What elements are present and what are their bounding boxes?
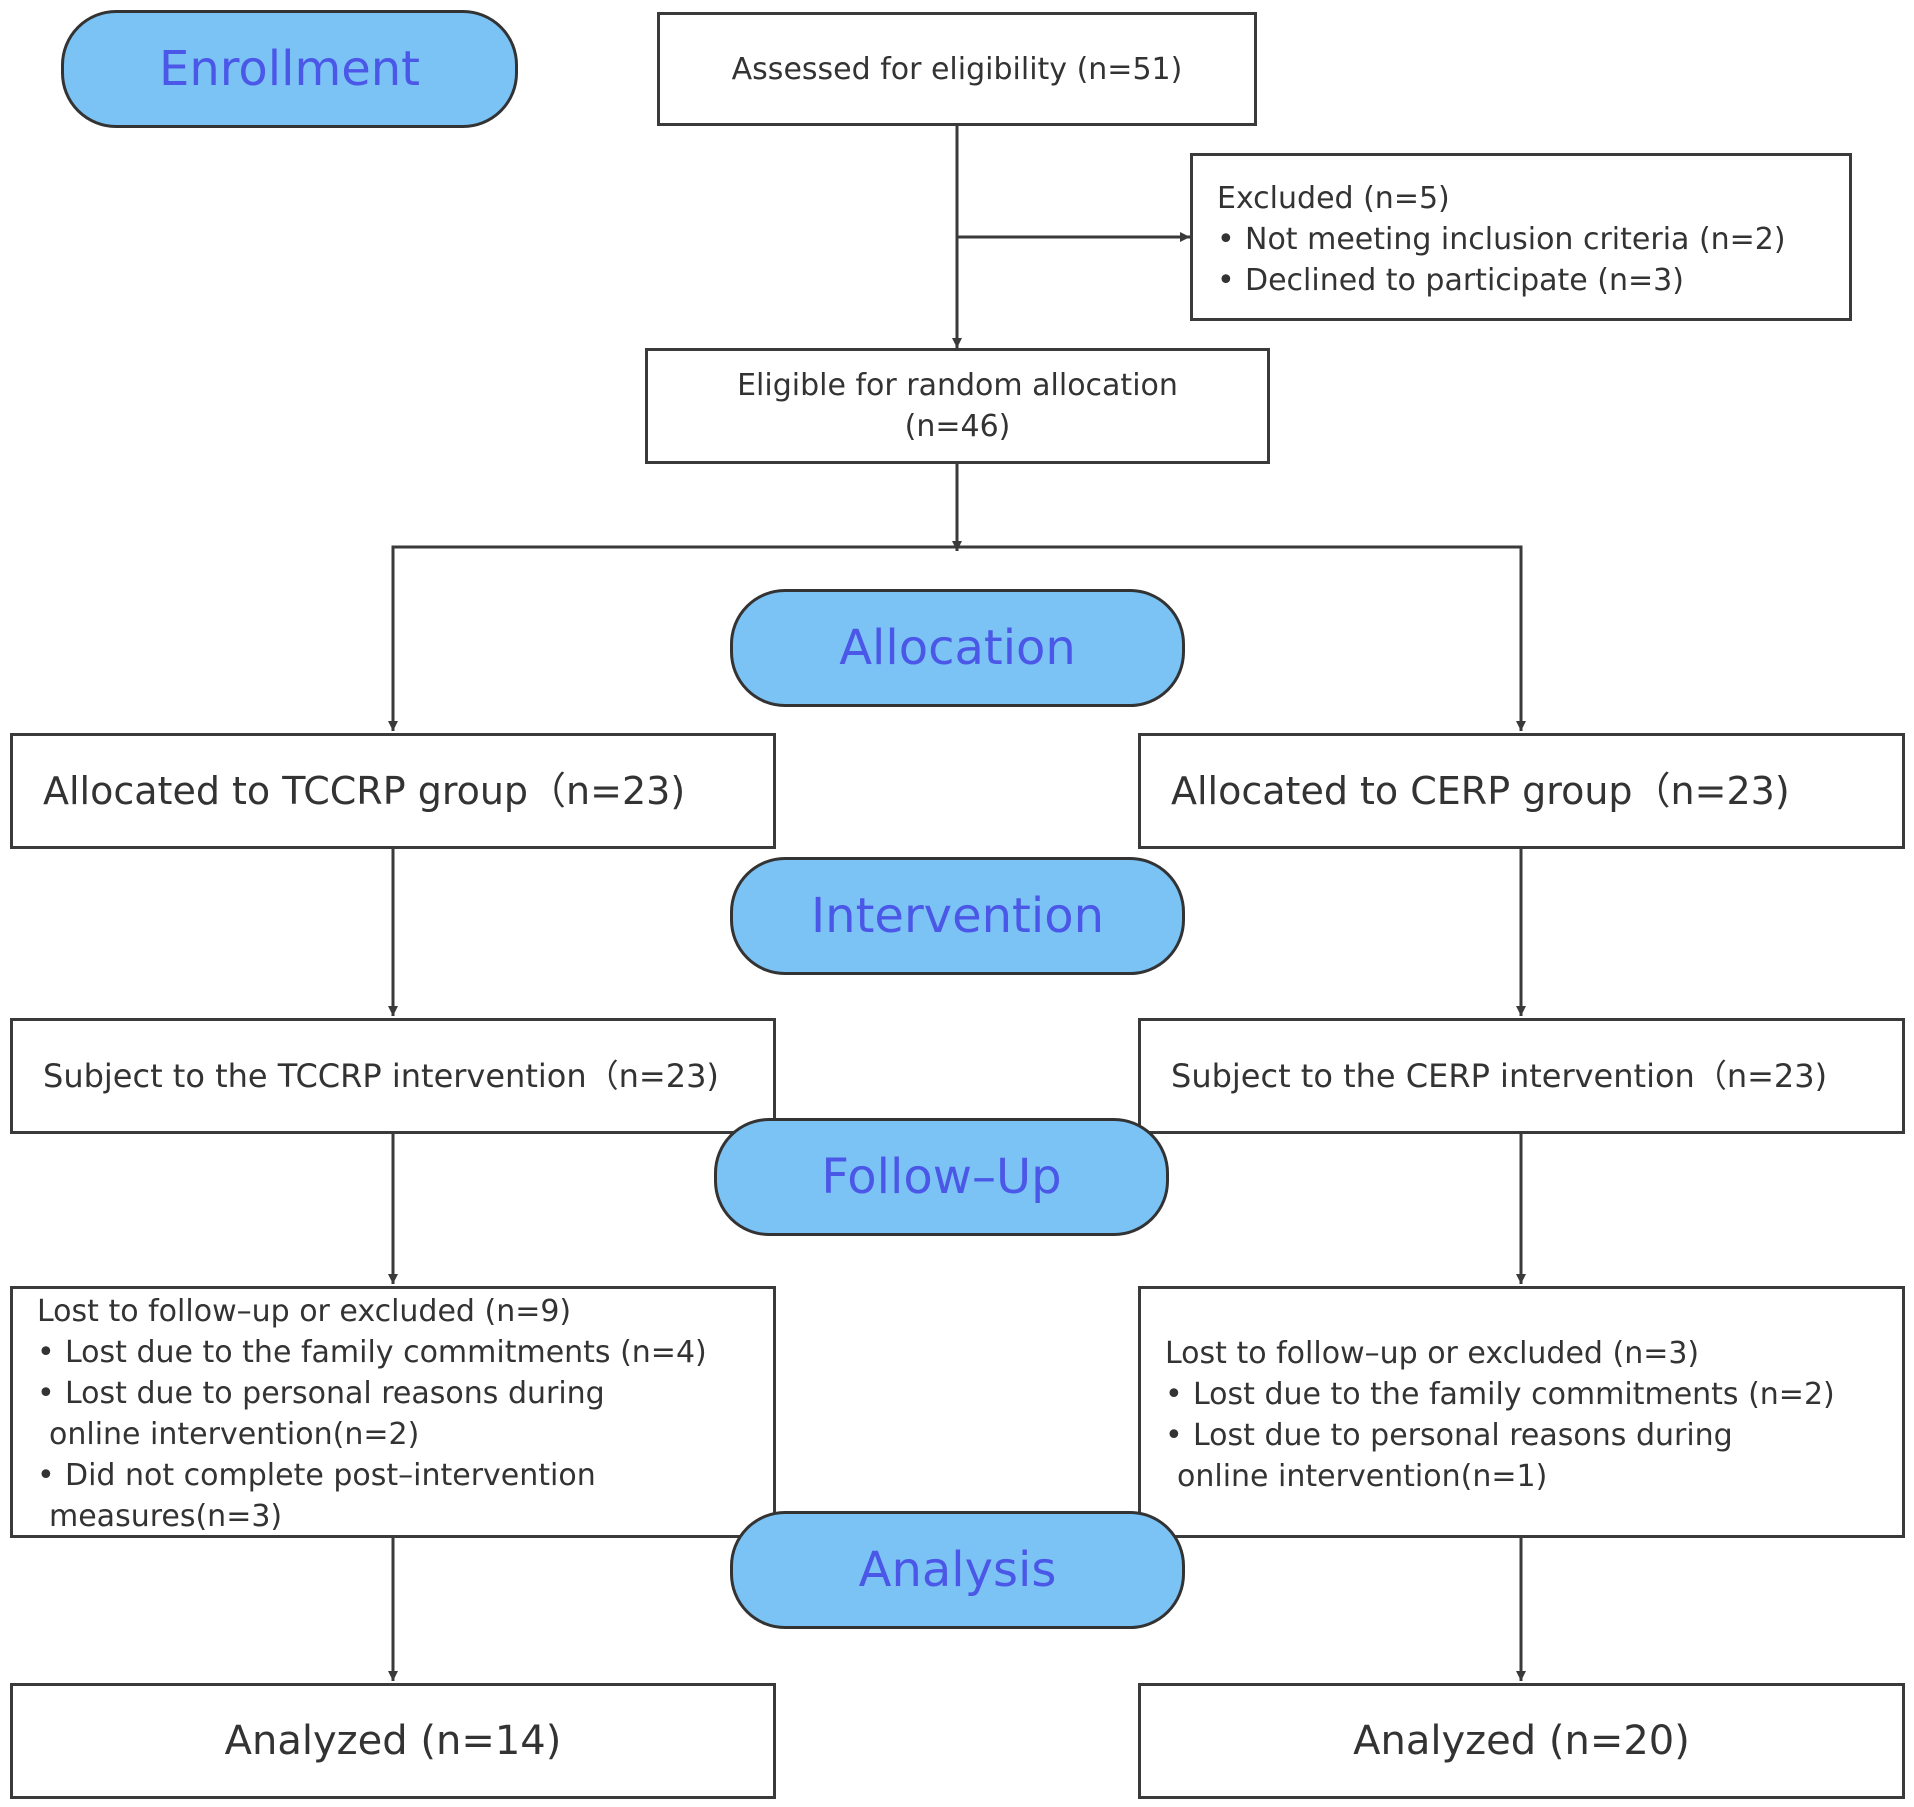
- excluded-item-text: Declined to participate (n=3): [1245, 263, 1684, 298]
- analyzed-cerp-text: Analyzed (n=20): [1353, 1718, 1690, 1764]
- lost-item-continuation: measures(n=3): [49, 1499, 283, 1534]
- intervention-tccrp-text: Subject to the TCCRP intervention（n=23): [43, 1057, 719, 1095]
- stage-analysis: Analysis: [730, 1511, 1185, 1629]
- analyzed-tccrp-box: Analyzed (n=14): [10, 1683, 776, 1799]
- allocated-cerp-box: Allocated to CERP group（n=23): [1138, 733, 1905, 849]
- stage-intervention-label: Intervention: [811, 888, 1104, 944]
- lost-cerp-title: Lost to follow–up or excluded (n=3): [1165, 1336, 1700, 1371]
- lost-cerp-box: Lost to follow–up or excluded (n=3) • Lo…: [1138, 1286, 1905, 1538]
- stage-allocation-label: Allocation: [839, 620, 1076, 676]
- lost-item-text: Did not complete post–intervention: [65, 1458, 596, 1493]
- allocated-tccrp-text: Allocated to TCCRP group（n=23): [43, 769, 686, 813]
- intervention-cerp-text: Subject to the CERP intervention（n=23): [1171, 1057, 1828, 1095]
- lost-item-continuation: online intervention(n=1): [1177, 1459, 1548, 1494]
- stage-follow-up: Follow–Up: [714, 1118, 1169, 1236]
- stage-analysis-label: Analysis: [858, 1542, 1057, 1598]
- stage-allocation: Allocation: [730, 589, 1185, 707]
- lost-item-continuation: online intervention(n=2): [49, 1417, 420, 1452]
- lost-item: • Lost due to personal reasons during: [37, 1373, 773, 1414]
- excluded-box: Excluded (n=5) • Not meeting inclusion c…: [1190, 153, 1852, 321]
- lost-item: • Lost due to the family commitments (n=…: [1165, 1374, 1902, 1415]
- assessed-box: Assessed for eligibility (n=51): [657, 12, 1257, 126]
- eligible-box: Eligible for random allocation (n=46): [645, 348, 1270, 464]
- lost-item-text: Lost due to personal reasons during: [65, 1376, 605, 1411]
- intervention-cerp-box: Subject to the CERP intervention（n=23): [1138, 1018, 1905, 1134]
- stage-follow-up-label: Follow–Up: [821, 1149, 1062, 1205]
- excluded-title: Excluded (n=5): [1217, 181, 1450, 216]
- intervention-tccrp-box: Subject to the TCCRP intervention（n=23): [10, 1018, 776, 1134]
- lost-tccrp-title: Lost to follow–up or excluded (n=9): [37, 1294, 572, 1329]
- lost-item-text: Lost due to personal reasons during: [1193, 1418, 1733, 1453]
- stage-enrollment-label: Enrollment: [159, 41, 420, 97]
- lost-item: • Lost due to the family commitments (n=…: [37, 1332, 773, 1373]
- stage-intervention: Intervention: [730, 857, 1185, 975]
- bullet-icon: •: [1165, 1418, 1183, 1453]
- eligible-line1: Eligible for random allocation: [737, 368, 1178, 403]
- stage-enrollment: Enrollment: [61, 10, 518, 128]
- allocated-cerp-text: Allocated to CERP group（n=23): [1171, 769, 1790, 813]
- eligible-line2: (n=46): [904, 409, 1011, 444]
- lost-item-text: Lost due to the family commitments (n=4): [65, 1335, 707, 1370]
- bullet-icon: •: [37, 1458, 55, 1493]
- excluded-item: • Not meeting inclusion criteria (n=2): [1217, 219, 1849, 260]
- lost-item: • Lost due to personal reasons during: [1165, 1415, 1902, 1456]
- bullet-icon: •: [37, 1335, 55, 1370]
- analyzed-cerp-box: Analyzed (n=20): [1138, 1683, 1905, 1799]
- connector-split-right: [957, 545, 1526, 731]
- bullet-icon: •: [1217, 263, 1235, 298]
- lost-item-text: Lost due to the family commitments (n=2): [1193, 1377, 1835, 1412]
- excluded-item-text: Not meeting inclusion criteria (n=2): [1245, 222, 1786, 257]
- bullet-icon: •: [1217, 222, 1235, 257]
- connector-split-left: [388, 545, 957, 731]
- analyzed-tccrp-text: Analyzed (n=14): [224, 1718, 562, 1764]
- assessed-text: Assessed for eligibility (n=51): [731, 51, 1183, 87]
- allocated-tccrp-box: Allocated to TCCRP group（n=23): [10, 733, 776, 849]
- lost-tccrp-box: Lost to follow–up or excluded (n=9) • Lo…: [10, 1286, 776, 1538]
- bullet-icon: •: [1165, 1377, 1183, 1412]
- excluded-item: • Declined to participate (n=3): [1217, 260, 1849, 301]
- bullet-icon: •: [37, 1376, 55, 1411]
- lost-item: • Did not complete post–intervention: [37, 1455, 773, 1496]
